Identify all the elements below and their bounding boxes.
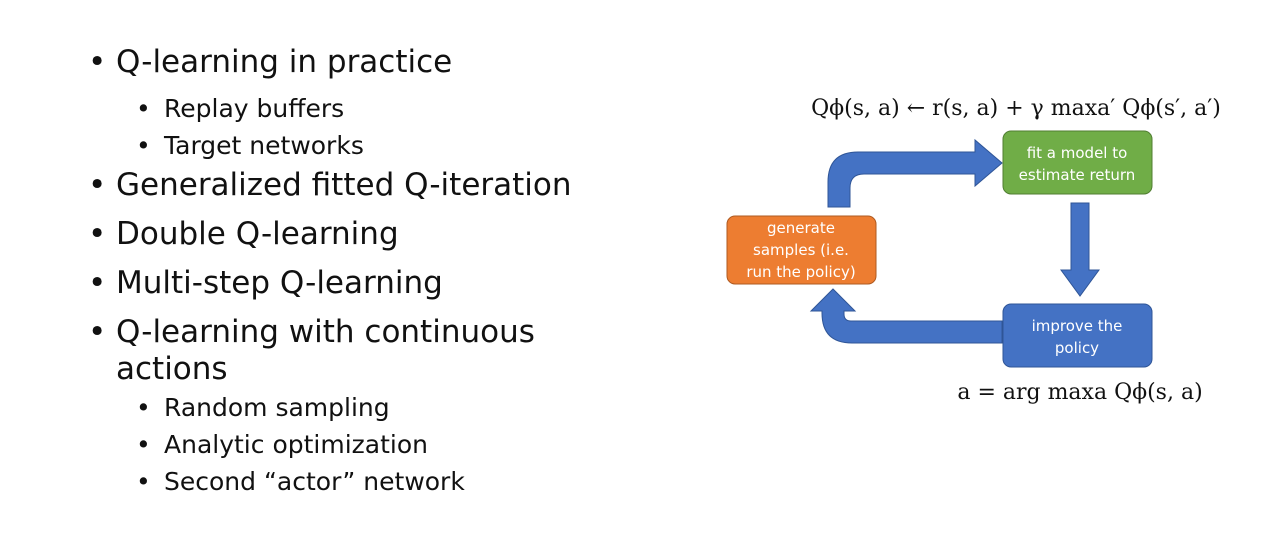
generate-box-line: generate	[767, 219, 835, 237]
policy-argmax-equation: a = arg maxa Qϕ(s, a)	[957, 380, 1202, 405]
fit-model-box: fit a model to estimate return	[1002, 130, 1153, 195]
arrow-to-generate	[809, 288, 1003, 344]
sub-bullet-item: Random sampling	[136, 392, 648, 424]
fit-box-line: estimate return	[1019, 166, 1136, 184]
generate-box-line: samples (i.e.	[753, 241, 849, 259]
arrow-to-improve	[1060, 202, 1100, 297]
bullet-item: Generalized fitted Q-iteration	[88, 167, 648, 204]
improve-policy-box: improve the policy	[1002, 303, 1153, 368]
q-update-equation: Qϕ(s, a) ← r(s, a) + γ maxa′ Qϕ(s′, a′)	[811, 96, 1221, 121]
sub-bullet-item: Analytic optimization	[136, 429, 648, 461]
improve-box-line: policy	[1055, 339, 1099, 357]
sub-bullet-item: Second “actor” network	[136, 466, 648, 498]
bullet-item: Multi-step Q-learning	[88, 265, 648, 302]
cycle-arrows	[809, 138, 1100, 344]
sub-bullet-item: Target networks	[136, 130, 648, 162]
generate-box-line: run the policy)	[746, 263, 855, 281]
arrow-to-fit	[827, 138, 1003, 208]
improve-box-line: improve the	[1032, 317, 1123, 335]
generate-samples-box: generate samples (i.e. run the policy)	[726, 215, 877, 285]
bullet-item: Double Q-learning	[88, 216, 648, 253]
bullet-item: Q-learning with continuous actions	[88, 314, 546, 388]
sub-bullet-item: Replay buffers	[136, 93, 648, 125]
bullet-item: Q-learning in practice	[88, 44, 648, 81]
fit-box-line: fit a model to	[1027, 144, 1128, 162]
bullet-list: Q-learning in practice Replay buffers Ta…	[88, 44, 648, 503]
